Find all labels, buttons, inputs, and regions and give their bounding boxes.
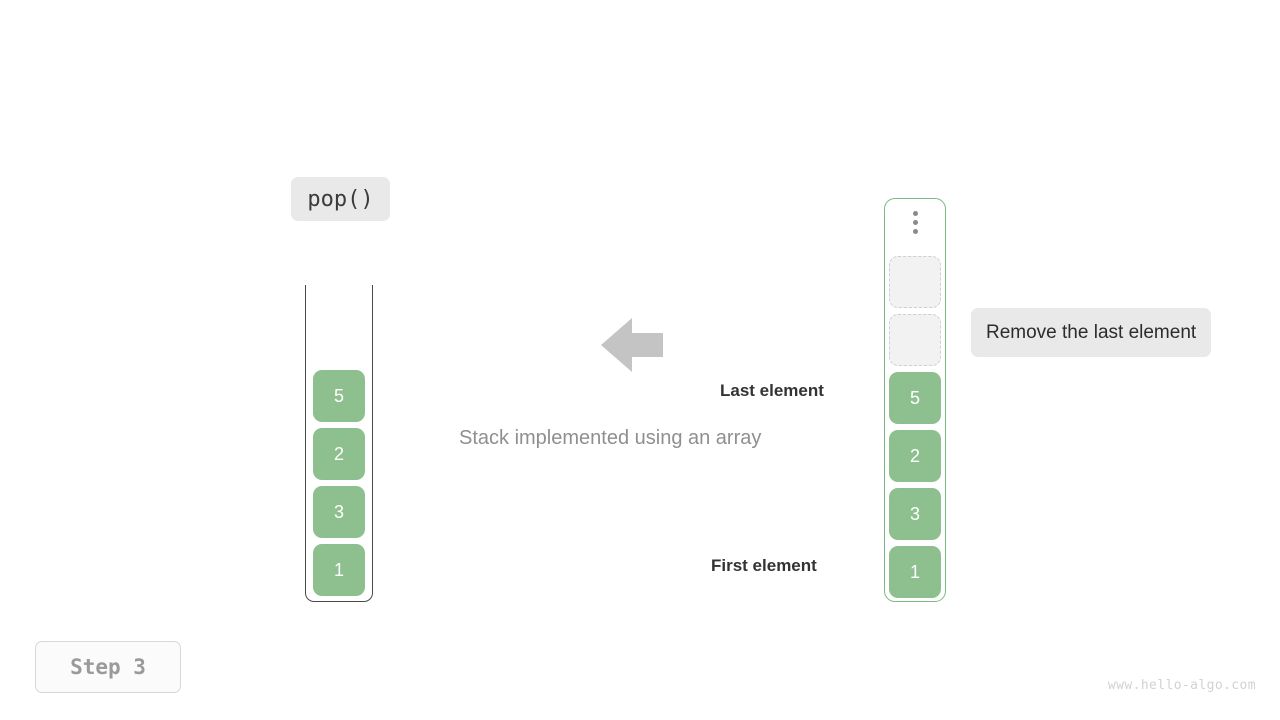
stack-container: 5 2 3 1 [305,285,373,602]
vertical-ellipsis-icon [885,211,945,234]
array-cell: 2 [889,430,941,482]
stack-cell: 2 [313,428,365,480]
array-cell-empty [889,314,941,366]
step-badge: Step 3 [35,641,181,693]
stack-cell-list: 5 2 3 1 [306,370,372,596]
array-cell-list: 5 2 3 1 [885,256,945,598]
label-first-element: First element [711,556,817,575]
array-cell: 1 [889,546,941,598]
array-cell-empty [889,256,941,308]
operation-label-pop: pop() [291,177,390,221]
watermark: www.hello-algo.com [1107,678,1256,693]
caption-text: Stack implemented using an array [459,427,762,449]
array-container: 5 2 3 1 [884,198,946,602]
label-last-element: Last element [720,381,824,400]
callout-remove-last-element: Remove the last element [971,308,1212,357]
array-cell: 3 [889,488,941,540]
left-arrow-icon [601,316,663,374]
array-cell: 5 [889,372,941,424]
stack-cell: 1 [313,544,365,596]
stack-cell: 5 [313,370,365,422]
stack-cell: 3 [313,486,365,538]
